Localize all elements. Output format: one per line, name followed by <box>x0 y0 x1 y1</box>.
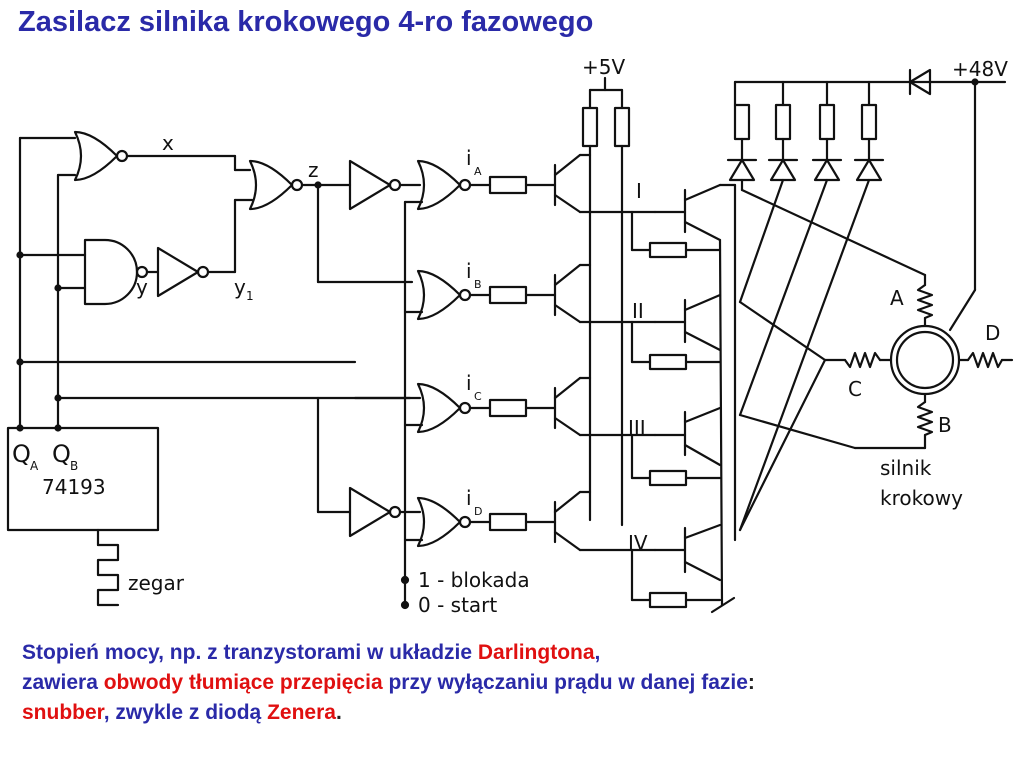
caption-text: , zwykle z diodą <box>103 701 268 724</box>
phase-gates <box>353 159 472 548</box>
qb-label: Q <box>52 440 71 468</box>
caption-text: przy wyłączaniu prądu w danej fazie <box>382 671 748 694</box>
caption-text: : <box>747 671 755 694</box>
pullup-5v <box>578 76 631 527</box>
motor-label-1: silnik <box>880 456 932 480</box>
current-ic-sub: C <box>474 390 482 403</box>
qb-sub: B <box>70 459 78 473</box>
transistor-ii: II <box>632 299 644 323</box>
caption-line-3: snubber, zwykle z diodą Zenera. <box>22 698 755 728</box>
current-id-sub: D <box>474 505 482 518</box>
snubber-network <box>726 68 1007 532</box>
chip-label: 74193 <box>42 475 106 499</box>
caption-text: . <box>335 701 342 724</box>
signal-y: y <box>136 275 148 299</box>
transistor-iv: IV <box>628 531 648 555</box>
block-label: 1 - blokada <box>418 568 530 592</box>
caption-text: zawiera <box>22 671 104 694</box>
winding-a: A <box>890 286 904 310</box>
nand-gate-y <box>83 198 254 306</box>
caption-text: Stopień mocy, np. z tranzystorami w ukła… <box>22 641 478 664</box>
inverter-top <box>348 159 422 211</box>
signal-y1-sub: 1 <box>246 289 254 303</box>
qa-sub: A <box>30 459 39 473</box>
caption-highlight-darlington: Darlingtona <box>477 641 595 664</box>
or-gate-z <box>248 159 414 284</box>
winding-b: B <box>938 413 952 437</box>
current-ib-sub: B <box>474 278 482 291</box>
caption-highlight-snubber-circuits: obwody tłumiące przepięcia <box>103 671 383 694</box>
output-transistors <box>578 183 737 614</box>
winding-c: C <box>848 377 862 401</box>
supply-48v: +48V <box>952 57 1008 81</box>
transistor-i: I <box>636 179 642 203</box>
current-ia-sub: A <box>474 165 482 178</box>
or-gate-x <box>73 130 252 182</box>
winding-d: D <box>985 321 1000 345</box>
signal-x: x <box>162 131 174 155</box>
start-label: 0 - start <box>418 593 497 617</box>
current-ib: i <box>466 259 472 283</box>
supply-5v: +5V <box>582 55 625 79</box>
caption-line-2: zawiera obwody tłumiące przepięcia przy … <box>22 668 755 698</box>
slide-title: Zasilacz silnika krokowego 4-ro fazowego <box>18 6 594 38</box>
caption-line-1: Stopień mocy, np. z tranzystorami w ukła… <box>22 638 755 668</box>
clock-signal-icon <box>96 528 120 607</box>
caption-highlight-zener: Zenera <box>267 701 336 724</box>
current-ia: i <box>466 146 472 170</box>
caption-highlight-snubber: snubber <box>22 701 104 724</box>
motor-label-2: krokowy <box>880 486 963 510</box>
signal-y1: y <box>234 275 246 299</box>
current-id: i <box>466 486 472 510</box>
caption-text: , <box>594 641 601 664</box>
stepper-driver-schematic: Q A Q B 74193 zegar x y y 1 z <box>6 55 1014 617</box>
transistor-iii: III <box>628 416 646 440</box>
current-ic: i <box>466 371 472 395</box>
inverter-bottom <box>348 486 422 538</box>
stepper-motor-icon <box>738 188 1014 532</box>
driver-stage <box>468 153 582 552</box>
signal-z: z <box>308 158 319 182</box>
qa-label: Q <box>12 440 31 468</box>
counter-chip <box>6 136 412 532</box>
clock-label: zegar <box>128 571 185 595</box>
slide-caption: Stopień mocy, np. z tranzystorami w ukła… <box>22 638 755 728</box>
